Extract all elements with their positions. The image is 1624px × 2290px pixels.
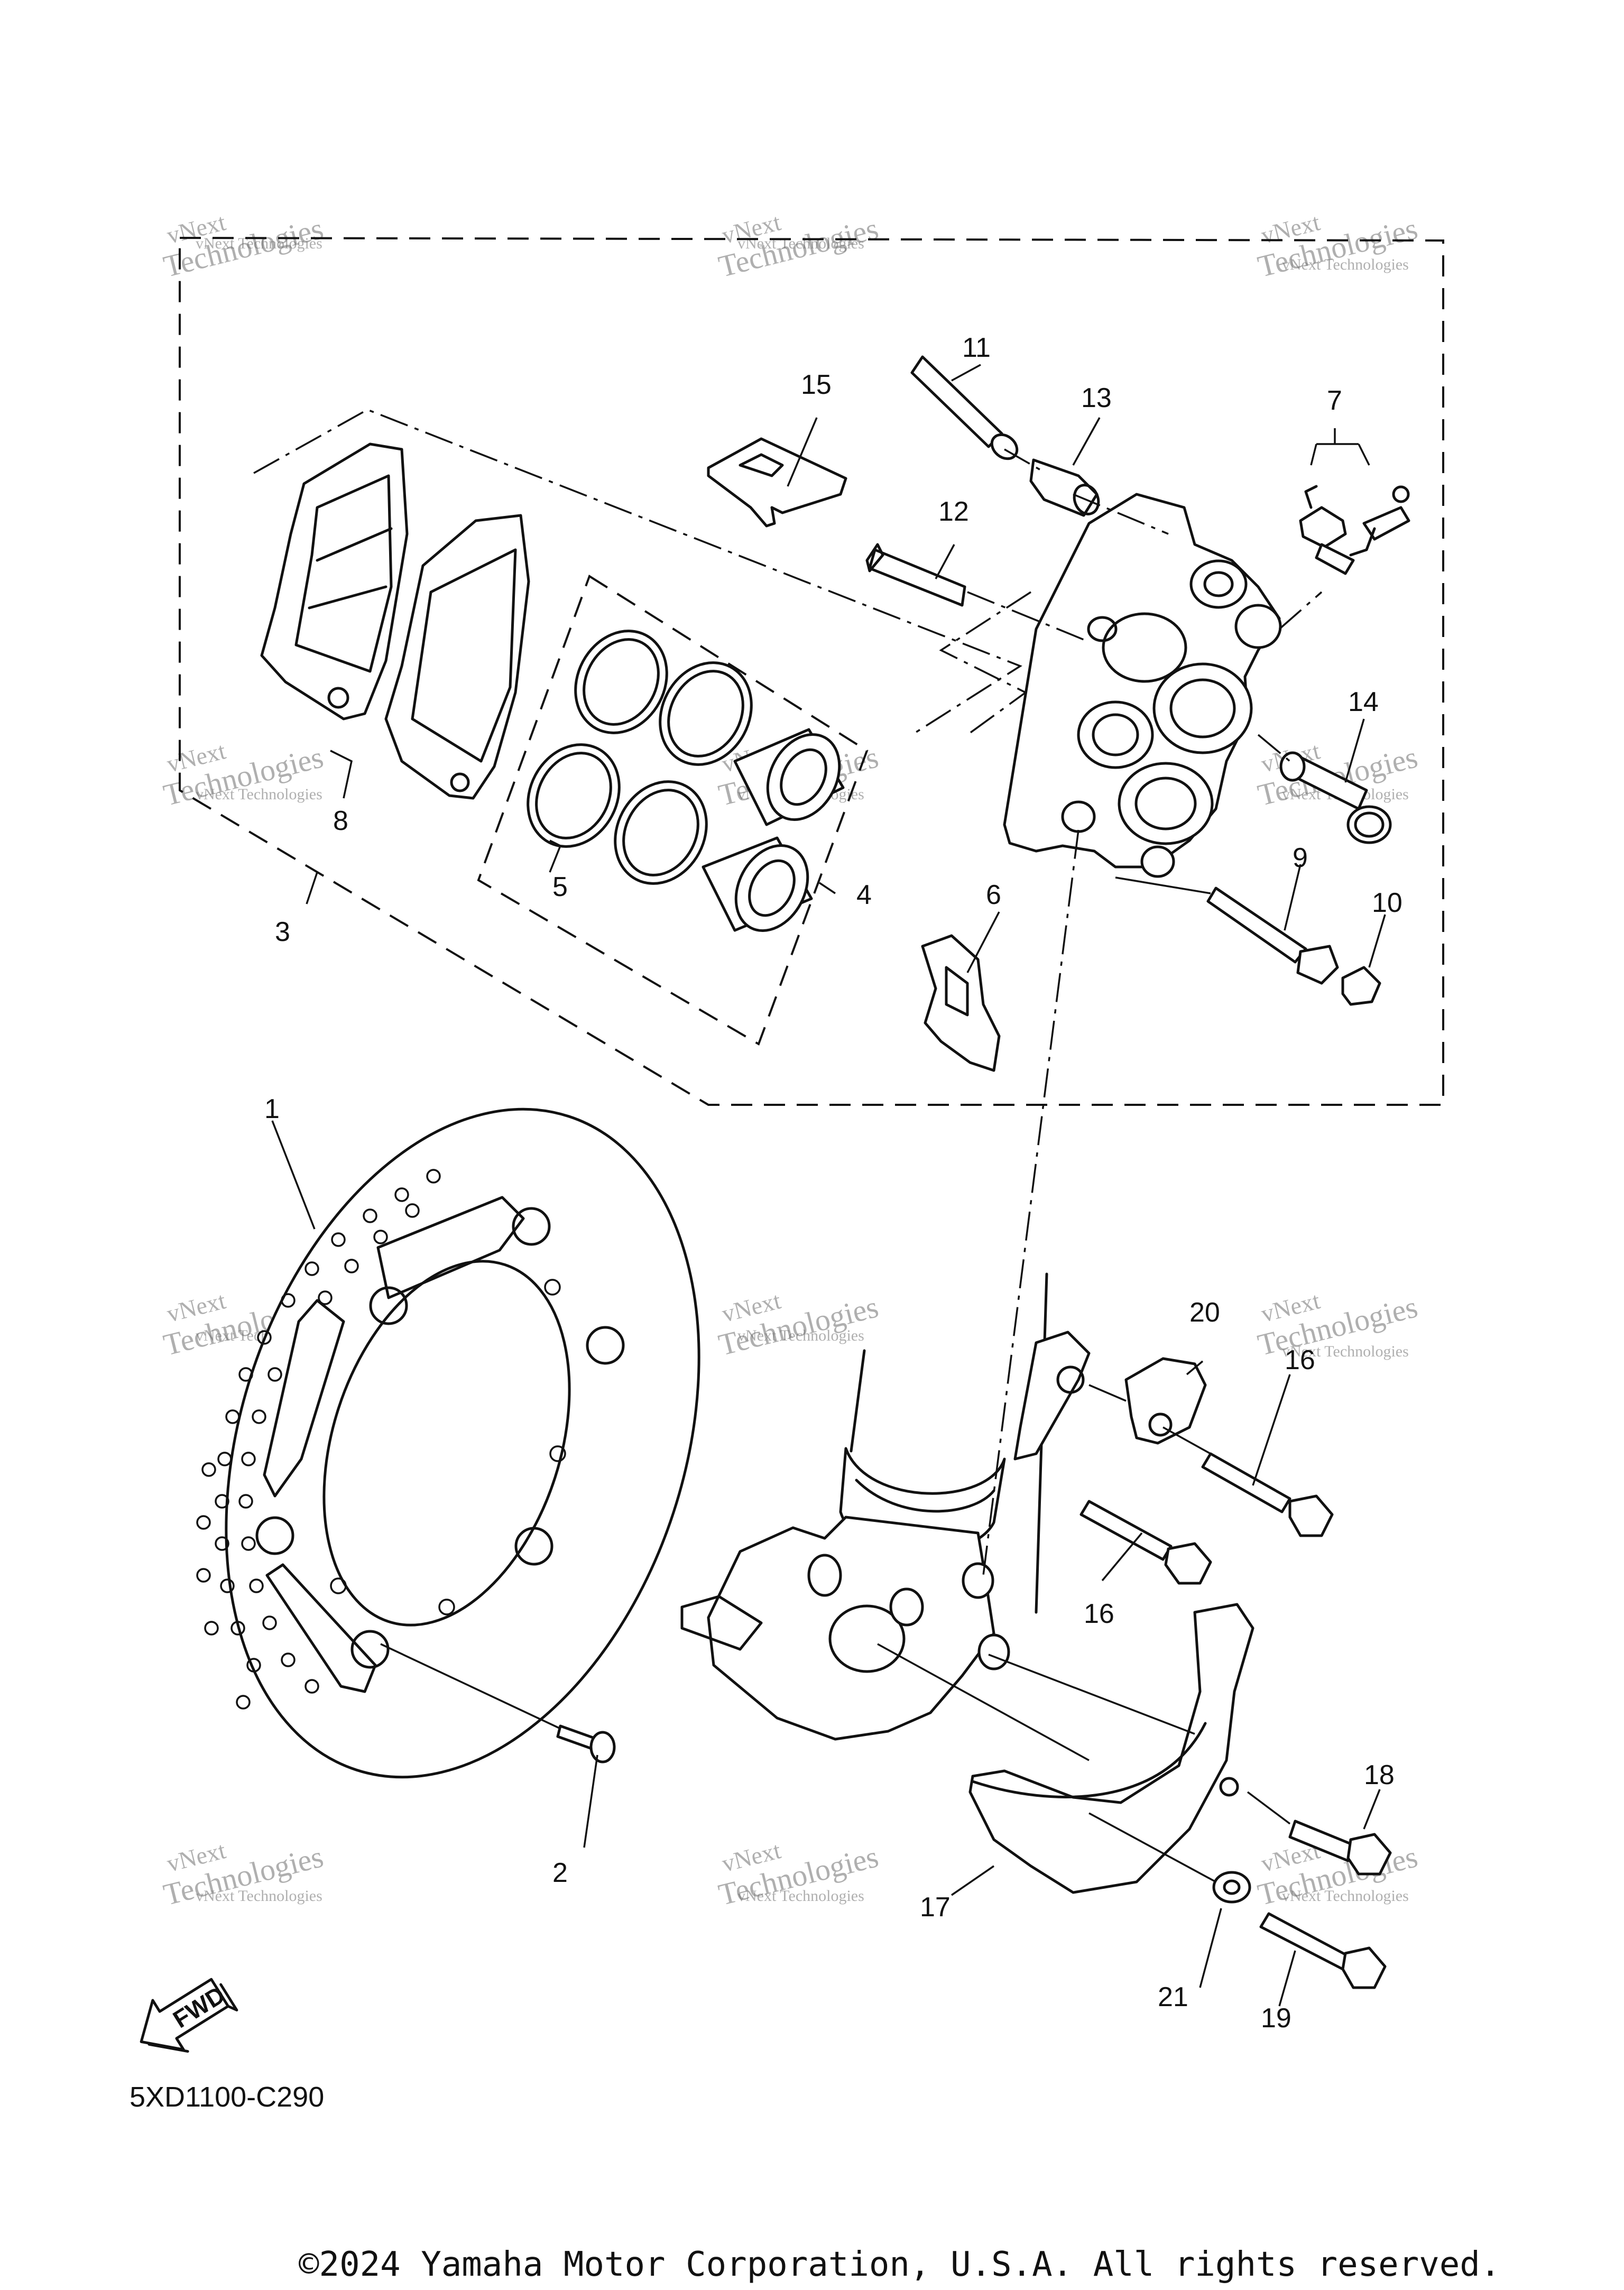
callout-18: 18 xyxy=(1364,1760,1395,1790)
callout-17: 17 xyxy=(920,1892,951,1923)
front-fork-leg xyxy=(680,1272,1048,1741)
cover-bolt-18 xyxy=(1288,1820,1392,1876)
pin-plug xyxy=(1029,458,1100,517)
diagram-code: 5XD1100-C290 xyxy=(130,2081,324,2113)
pad-support xyxy=(921,934,1001,1072)
svg-text:vNext Technologies: vNext Technologies xyxy=(737,235,864,252)
callouts: 1 2 3 4 5 6 7 8 9 10 11 12 13 14 15 16 1… xyxy=(264,333,1402,2034)
brake-pad-outer xyxy=(260,442,409,721)
callout-5: 5 xyxy=(552,872,568,902)
caliper-bracket-bolt xyxy=(865,543,966,607)
svg-text:vNext Technologies: vNext Technologies xyxy=(1282,1343,1409,1360)
bleed-screw xyxy=(1299,485,1410,575)
watermark: vNext Technologies xyxy=(715,1287,882,1362)
fwd-arrow: FWD xyxy=(140,1978,238,2053)
callout-1: 1 xyxy=(264,1094,280,1124)
brake-pad-inner xyxy=(384,514,530,800)
callout-16-upper: 16 xyxy=(1285,1345,1315,1375)
callout-10: 10 xyxy=(1372,888,1402,918)
callout-21: 21 xyxy=(1158,1982,1188,2012)
cable-guard xyxy=(1124,1357,1207,1445)
sensor-bracket xyxy=(1013,1331,1091,1461)
callout-19: 19 xyxy=(1261,2003,1291,2034)
callout-7: 7 xyxy=(1327,385,1342,416)
callout-14: 14 xyxy=(1348,687,1379,717)
cover-bolt-19 xyxy=(1259,1912,1387,1989)
guard-bolt-upper xyxy=(1201,1452,1334,1537)
callout-9: 9 xyxy=(1293,843,1308,873)
copyright-notice: ©2024 Yamaha Motor Corporation, U.S.A. A… xyxy=(299,2245,1500,2284)
caliper-pistons xyxy=(702,728,845,932)
svg-text:vNext Technologies: vNext Technologies xyxy=(1282,256,1409,273)
svg-text:vNext Technologies: vNext Technologies xyxy=(737,1327,864,1344)
callout-6: 6 xyxy=(986,880,1001,910)
callout-13: 13 xyxy=(1081,383,1112,413)
svg-text:vNext Technologies: vNext Technologies xyxy=(1282,1887,1409,1905)
callout-4: 4 xyxy=(856,880,872,910)
caliper-nut xyxy=(1341,966,1381,1006)
collar-washer xyxy=(1212,1871,1251,1904)
disc-cover xyxy=(968,1603,1254,1894)
disc-screw xyxy=(556,1724,616,1763)
piston-kit-boundary xyxy=(477,574,869,1046)
callout-leaders xyxy=(271,364,1386,2007)
callout-11: 11 xyxy=(962,333,991,363)
callout-12: 12 xyxy=(938,496,969,527)
svg-text:vNext Technologies: vNext Technologies xyxy=(196,1887,322,1905)
callout-15: 15 xyxy=(801,370,832,400)
pad-group-outline xyxy=(253,409,1022,736)
brake-caliper-body xyxy=(1003,493,1282,878)
piston-seals xyxy=(527,630,753,885)
callout-16-lower: 16 xyxy=(1084,1599,1114,1629)
svg-text:vNext Technologies: vNext Technologies xyxy=(737,1887,864,1905)
callout-8: 8 xyxy=(333,806,348,836)
pad-spring xyxy=(707,437,847,528)
brake-disc xyxy=(196,1107,700,1779)
svg-text:vNext Technologies: vNext Technologies xyxy=(196,786,322,803)
callout-20: 20 xyxy=(1189,1297,1220,1328)
caliper-assembly-boundary xyxy=(179,236,1444,1106)
callout-3: 3 xyxy=(275,917,290,947)
callout-2: 2 xyxy=(552,1858,568,1888)
guard-bolt-lower xyxy=(1079,1500,1212,1585)
assembly-lines xyxy=(380,448,1323,1883)
caliper-mount-bolt xyxy=(1206,887,1339,985)
